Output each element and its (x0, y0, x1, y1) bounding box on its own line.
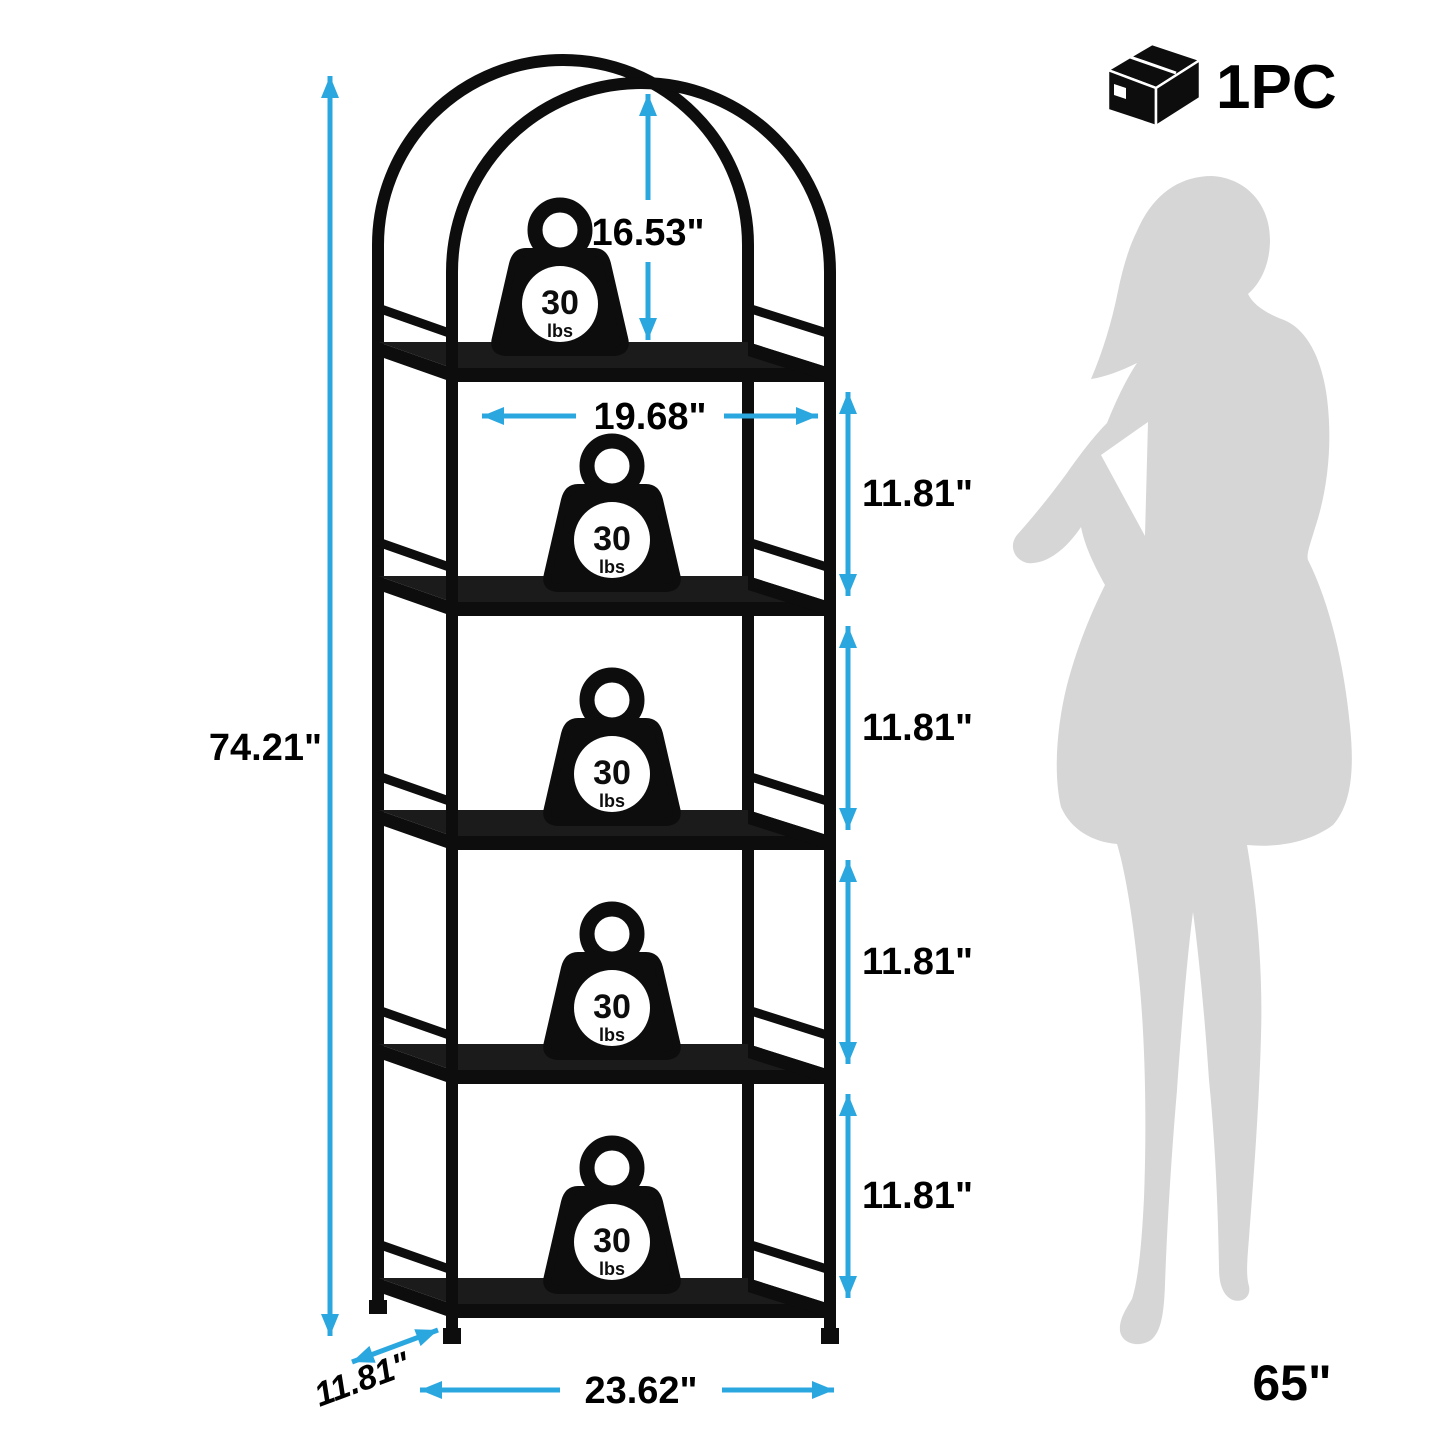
overall-height-label: 74.21" (209, 727, 322, 769)
weight-icon-shelf-2 (547, 441, 677, 588)
front-arch-frame (446, 77, 836, 1330)
weight-icon-shelf-4 (547, 909, 677, 1056)
box-right-face (1154, 57, 1202, 129)
tier-4-label: 11.81" (862, 1175, 973, 1217)
box-shipping-label (1114, 84, 1126, 99)
package-box-icon (1105, 42, 1203, 129)
weight-icon-shelf-5 (547, 1143, 677, 1290)
arch-clearance-label: 16.53" (591, 212, 704, 254)
front-left-foot (443, 1328, 461, 1344)
back-left-foot (369, 1300, 387, 1314)
bookshelf-illustration (369, 54, 839, 1344)
dimension-annotations: 74.21" 16.53" 19.68" 11.81" 11.81" 11.81… (209, 76, 973, 1414)
package-count-label: 1PC (1216, 53, 1337, 122)
person-silhouette: 65" (1012, 176, 1352, 1411)
person-silhouette-shape (1012, 176, 1352, 1345)
weight-icon-shelf-3 (547, 675, 677, 822)
person-height-label: 65" (1252, 1355, 1331, 1411)
tier-2-label: 11.81" (862, 707, 973, 749)
package-info: 1PC (1105, 42, 1337, 129)
depth-dimension-line (351, 1327, 439, 1365)
depth-label: 11.81" (309, 1345, 416, 1415)
box-tape-line (1129, 55, 1177, 75)
tier-1-label: 11.81" (862, 473, 973, 515)
inner-width-label: 19.68" (593, 396, 706, 438)
back-arch-frame (372, 54, 754, 1302)
front-right-foot (821, 1328, 839, 1344)
tier-3-label: 11.81" (862, 941, 973, 983)
overall-width-label: 23.62" (584, 1370, 697, 1412)
